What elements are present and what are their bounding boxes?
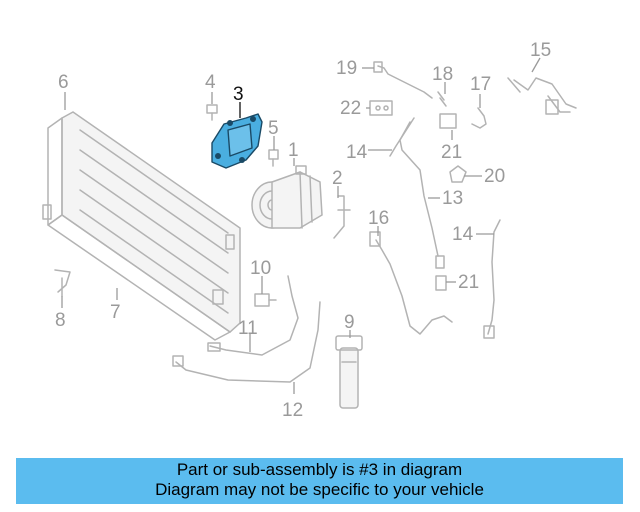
bolt-5: [268, 149, 279, 167]
callout-21-top: 21: [441, 142, 462, 163]
hose-11: [209, 275, 299, 356]
callout-13: 13: [442, 188, 463, 209]
callout-17: 17: [470, 74, 491, 95]
callout-8: 8: [55, 310, 66, 331]
line-13: [399, 121, 439, 257]
clip-22: [369, 100, 393, 116]
bolt-4: [206, 104, 218, 121]
callout-9: 9: [344, 312, 355, 333]
callout-15: 15: [530, 40, 551, 61]
hose-12: [175, 301, 321, 383]
line-14-left: [389, 117, 415, 157]
receiver-drier-9: [335, 335, 363, 409]
hose-16: [375, 239, 453, 335]
condenser: [42, 111, 241, 341]
caption-line-2: Diagram may not be specific to your vehi…: [155, 480, 484, 499]
fitting-2: [333, 195, 351, 239]
bracket-8: [54, 269, 71, 297]
callout-6: 6: [58, 72, 69, 93]
caption-line-1: Part or sub-assembly is #3 in diagram: [176, 460, 463, 479]
callout-1: 1: [288, 140, 299, 161]
callout-2: 2: [332, 168, 343, 189]
fitting-18: [437, 91, 447, 107]
callout-22: 22: [340, 98, 361, 119]
callout-16: 16: [368, 208, 389, 229]
callout-19: 19: [336, 58, 357, 79]
hose-15: [507, 77, 577, 113]
callout-21-bottom: 21: [458, 272, 479, 293]
callout-5: 5: [268, 118, 279, 139]
callout-3: 3: [233, 84, 244, 105]
parts-diagram: 6 7 8 4 3 5 1 2 10 11 12 9 19 22 18 17 1…: [42, 40, 577, 421]
compressor: [251, 165, 323, 229]
line-17: [471, 107, 487, 129]
callout-10: 10: [250, 258, 271, 279]
callout-4: 4: [205, 72, 216, 93]
mounting-bracket-3: [211, 113, 263, 169]
callout-11: 11: [238, 318, 258, 339]
line-14-right: [487, 219, 501, 335]
callout-7: 7: [110, 302, 121, 323]
caption-banner: Part or sub-assembly is #3 in diagram Di…: [16, 458, 623, 504]
callout-14-left: 14: [346, 142, 368, 163]
callout-20: 20: [484, 166, 505, 187]
callout-12: 12: [282, 400, 303, 421]
line-19: [377, 65, 433, 99]
callout-18: 18: [432, 64, 453, 85]
callout-14-right: 14: [452, 224, 474, 245]
switch-10: [254, 293, 277, 307]
valve-20: [449, 165, 467, 183]
